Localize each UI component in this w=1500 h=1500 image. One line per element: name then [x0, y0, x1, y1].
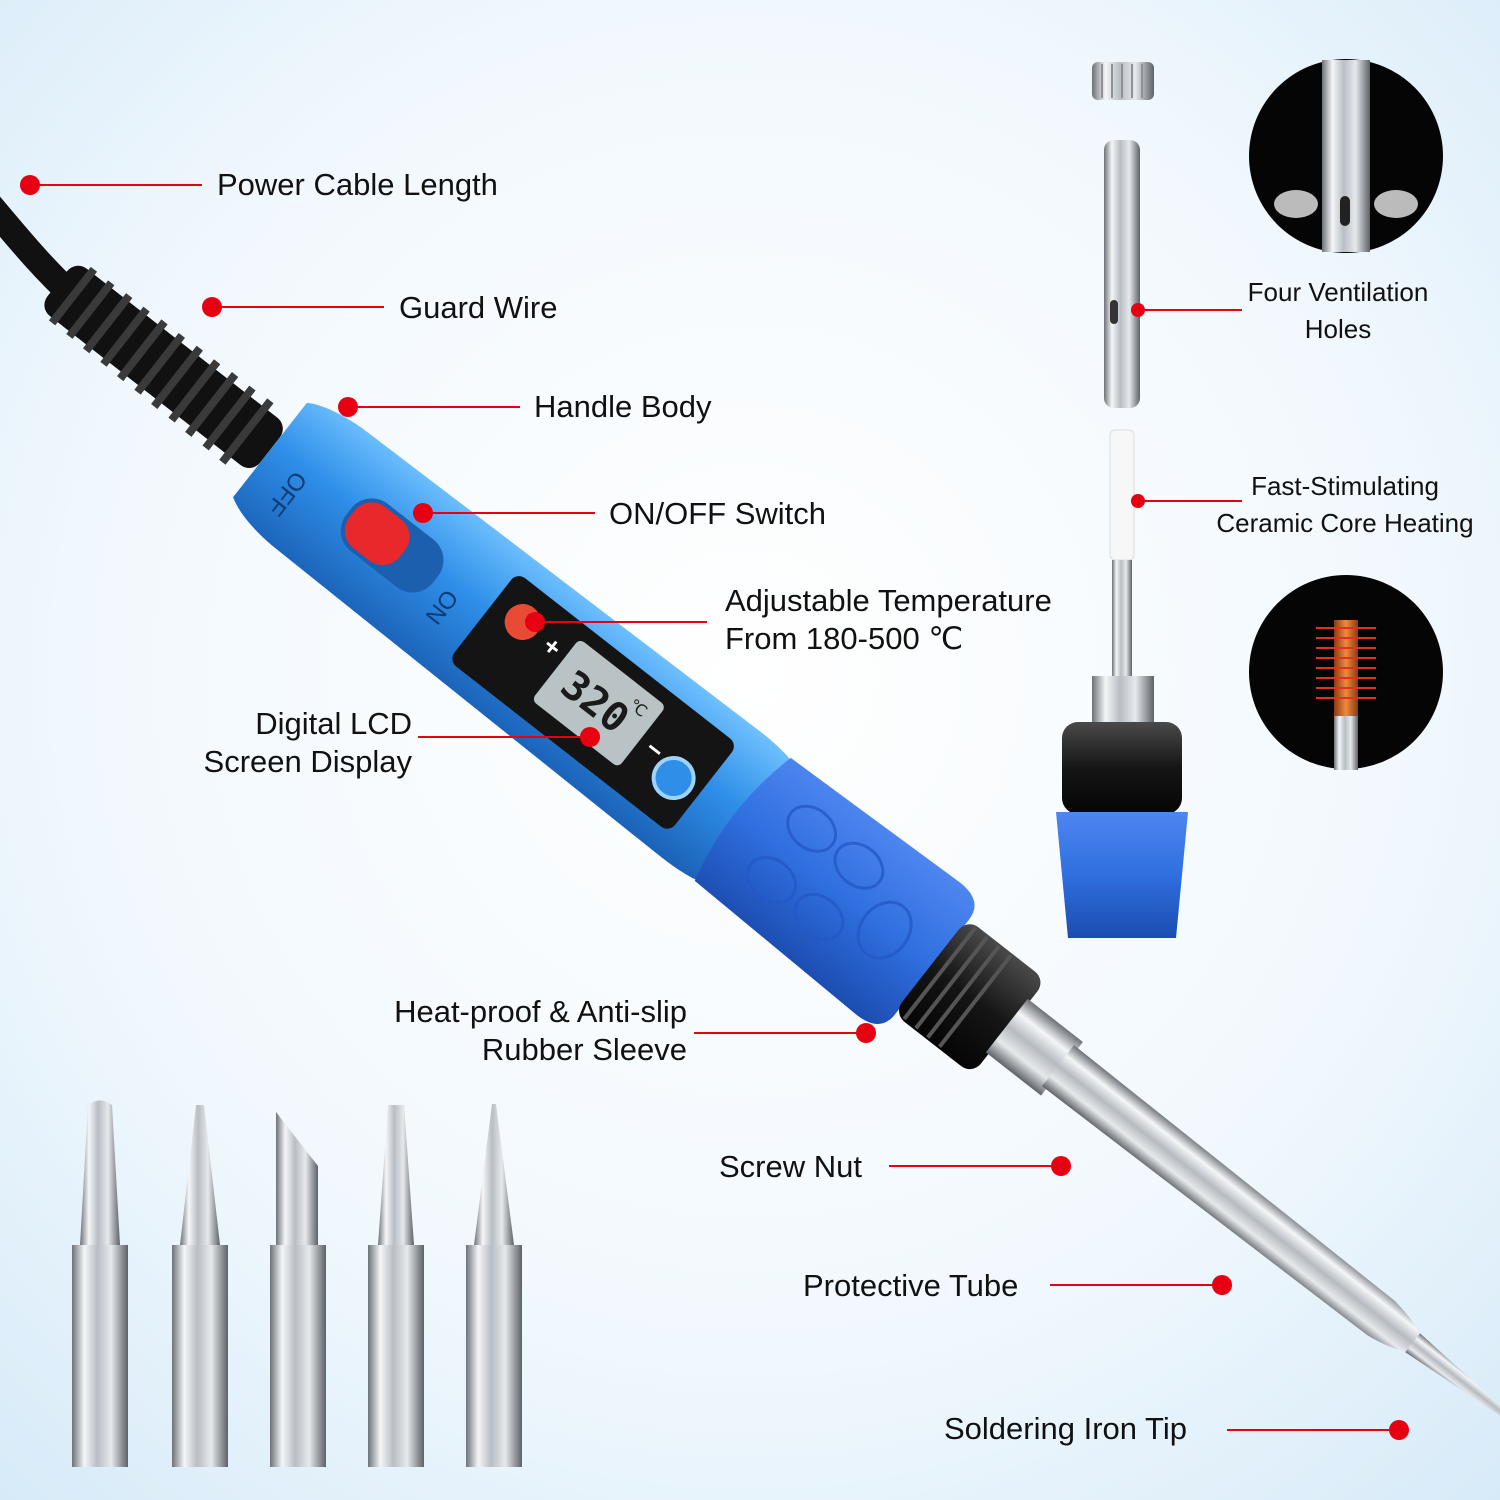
ventilation-label: Four Ventilation Holes [1230, 274, 1446, 348]
element-nut [1062, 722, 1182, 814]
guard-wire [44, 265, 283, 468]
power-cable [0, 154, 86, 310]
ventilation-zoom [1249, 59, 1443, 253]
sleeve-label: Heat-proof & Anti-slip Rubber Sleeve [394, 993, 687, 1069]
ventilated-sleeve [1104, 140, 1140, 408]
rubber-sleeve [694, 757, 975, 1025]
soldering-iron: OFF ON + 320 ℃ − [0, 154, 1500, 1426]
ceramic-label: Fast-Stimulating Ceramic Core Heating [1200, 468, 1490, 542]
sleeve-texture [746, 804, 913, 960]
ventilation-label-line2: Holes [1304, 314, 1372, 344]
lcd-label-line2: Screen Display [203, 744, 412, 779]
bevel-tip [72, 1100, 128, 1467]
lcd-label: Digital LCD Screen Display [204, 705, 412, 781]
element-thread [1092, 676, 1154, 726]
knife-tip [270, 1112, 326, 1467]
power-cable-label: Power Cable Length [217, 167, 498, 202]
spare-tips [72, 1100, 522, 1467]
heating-rod [1112, 560, 1132, 680]
tip-label: Soldering Iron Tip [944, 1411, 1187, 1446]
callout-lines [30, 184, 1399, 1431]
lcd-label-line1: Digital LCD [255, 706, 412, 741]
ceramic-zoom [1249, 575, 1443, 770]
ceramic-label-line1: Fast-Stimulating [1251, 471, 1439, 501]
lcd-screen [533, 640, 664, 766]
fine-point-tip [466, 1104, 522, 1467]
protective-tube-label: Protective Tube [803, 1268, 1019, 1303]
soldering-tip [1405, 1333, 1500, 1426]
callout-dots [20, 175, 1409, 1440]
chisel-tip [368, 1105, 424, 1467]
on-off-switch[interactable] [336, 494, 418, 574]
minus-button[interactable] [646, 750, 702, 806]
temperature-label: Adjustable Temperature From 180-500 ℃ [725, 582, 1052, 658]
exploded-parts [1056, 62, 1188, 938]
element-sleeve [1056, 812, 1188, 938]
ceramic-core [1109, 429, 1135, 561]
ventilation-label-line1: Four Ventilation [1247, 277, 1429, 307]
temperature-label-line1: Adjustable Temperature [725, 583, 1052, 618]
ceramic-label-line2: Ceramic Core Heating [1216, 508, 1474, 538]
guard-wire-label: Guard Wire [399, 290, 558, 325]
temperature-label-line2: From 180-500 ℃ [725, 621, 964, 656]
switch-label: ON/OFF Switch [609, 496, 827, 531]
protective-tube [1042, 1045, 1419, 1351]
screw-nut-label: Screw Nut [719, 1149, 862, 1184]
vent-slot [1110, 300, 1118, 324]
sleeve-label-line1: Heat-proof & Anti-slip [394, 994, 687, 1029]
handle-body-label: Handle Body [534, 389, 712, 424]
sleeve-label-line2: Rubber Sleeve [481, 1032, 687, 1067]
conical-tip [172, 1105, 228, 1467]
